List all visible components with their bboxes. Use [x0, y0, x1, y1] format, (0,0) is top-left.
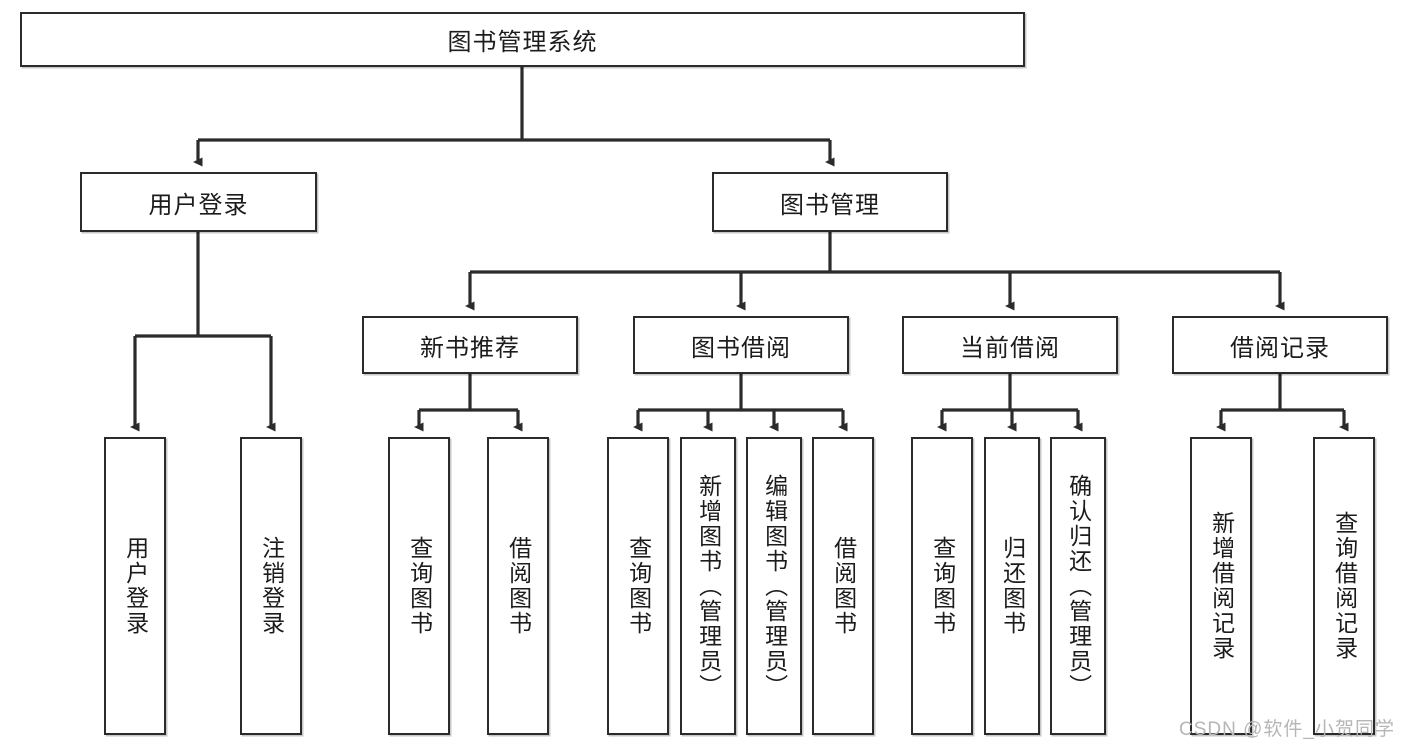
- node-leaf-logout[interactable]: 注销登录: [240, 437, 302, 735]
- node-user-login[interactable]: 用户登录: [80, 172, 317, 232]
- node-leaf-add-record[interactable]: 新增借阅记录: [1190, 437, 1252, 735]
- node-leaf-borrow-book-2-label: 借阅图书: [830, 536, 857, 636]
- node-current-borrow-label: 当前借阅: [960, 334, 1060, 362]
- node-leaf-query-record-label: 查询借阅记录: [1331, 511, 1358, 661]
- node-leaf-query-book-1[interactable]: 查询图书: [388, 437, 450, 735]
- node-leaf-query-record[interactable]: 查询借阅记录: [1313, 437, 1375, 735]
- node-leaf-borrow-book-1-label: 借阅图书: [505, 536, 532, 636]
- node-leaf-return-book-label: 归还图书: [999, 536, 1026, 636]
- node-leaf-query-book-3[interactable]: 查询图书: [911, 437, 973, 735]
- node-leaf-confirm-return-label: 确认归还（管理员）: [1065, 473, 1092, 699]
- node-leaf-add-book[interactable]: 新增图书（管理员）: [680, 437, 736, 735]
- node-book-borrow-label: 图书借阅: [691, 334, 791, 362]
- node-leaf-user-login[interactable]: 用户登录: [104, 437, 166, 735]
- node-new-book-rec[interactable]: 新书推荐: [362, 316, 578, 374]
- node-new-book-rec-label: 新书推荐: [420, 334, 520, 362]
- node-leaf-borrow-book-1[interactable]: 借阅图书: [487, 437, 549, 735]
- node-root-label: 图书管理系统: [447, 29, 598, 56]
- watermark: CSDN @软件_小贺同学: [1179, 719, 1395, 740]
- node-leaf-add-book-label: 新增图书（管理员）: [695, 473, 722, 699]
- node-book-borrow[interactable]: 图书借阅: [633, 316, 849, 374]
- node-leaf-borrow-book-2[interactable]: 借阅图书: [812, 437, 874, 735]
- node-leaf-query-book-3-label: 查询图书: [929, 536, 956, 636]
- node-leaf-add-record-label: 新增借阅记录: [1208, 511, 1235, 661]
- node-leaf-edit-book[interactable]: 编辑图书（管理员）: [746, 437, 802, 735]
- node-leaf-edit-book-label: 编辑图书（管理员）: [761, 473, 788, 699]
- node-leaf-query-book-2-label: 查询图书: [625, 536, 652, 636]
- node-leaf-query-book-1-label: 查询图书: [406, 536, 433, 636]
- node-leaf-logout-label: 注销登录: [258, 536, 285, 636]
- node-current-borrow[interactable]: 当前借阅: [902, 316, 1118, 374]
- node-root[interactable]: 图书管理系统: [20, 12, 1025, 67]
- node-borrow-record-label: 借阅记录: [1230, 334, 1330, 362]
- node-leaf-query-book-2[interactable]: 查询图书: [607, 437, 669, 735]
- node-book-manage[interactable]: 图书管理: [712, 172, 948, 232]
- node-leaf-user-login-label: 用户登录: [122, 536, 149, 636]
- node-leaf-confirm-return[interactable]: 确认归还（管理员）: [1050, 437, 1106, 735]
- node-leaf-return-book[interactable]: 归还图书: [984, 437, 1040, 735]
- node-user-login-label: 用户登录: [148, 191, 249, 219]
- node-book-manage-label: 图书管理: [780, 191, 880, 219]
- node-borrow-record[interactable]: 借阅记录: [1172, 316, 1388, 374]
